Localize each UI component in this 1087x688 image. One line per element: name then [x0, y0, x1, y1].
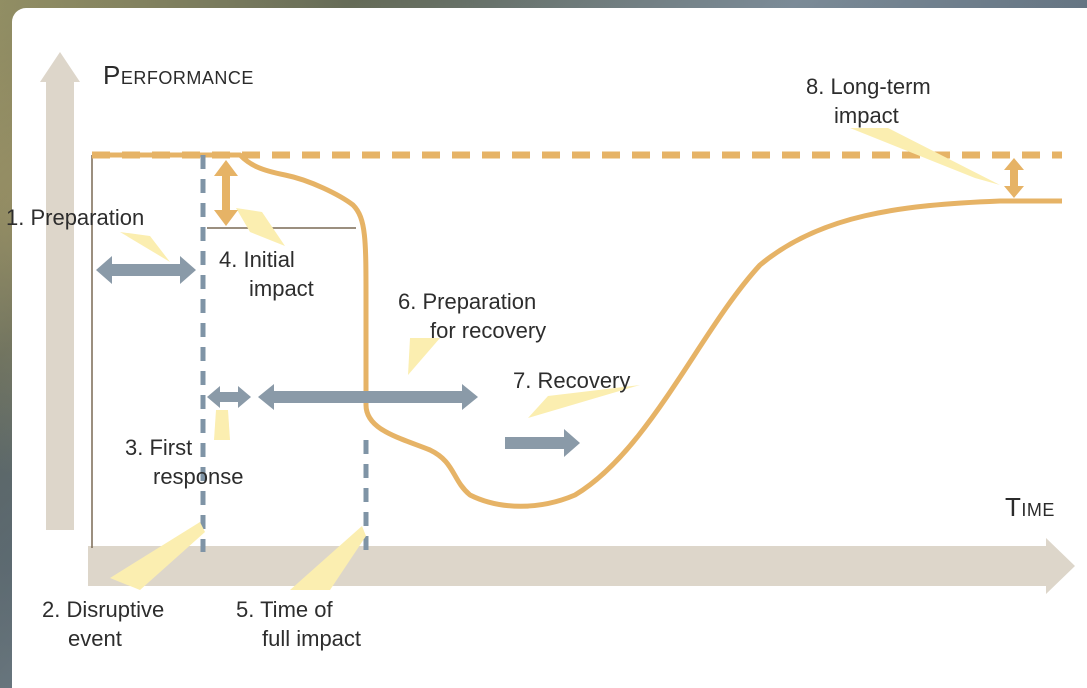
callout-disruptive-event — [110, 522, 205, 590]
callout-prep-recovery — [408, 338, 440, 375]
label-disruptive-event: 2. Disruptive event — [42, 595, 164, 653]
callout-full-impact — [290, 526, 366, 590]
label-disruptive-event-line2: event — [68, 626, 122, 651]
label-full-impact-line2: full impact — [262, 626, 362, 651]
prep-recovery-double-arrow — [258, 384, 478, 410]
first-response-double-arrow — [207, 386, 251, 408]
callout-first-response — [214, 410, 230, 440]
callout-initial-impact — [236, 208, 285, 246]
label-first-response-line2: response — [153, 464, 244, 489]
performance-curve — [92, 152, 1062, 509]
y-axis-title: Performance — [103, 60, 254, 90]
label-prep-recovery-line1: 6. Preparation — [398, 289, 537, 314]
label-first-response-line1: 3. First — [125, 435, 193, 460]
recovery-arrow — [505, 429, 580, 457]
label-full-impact: 5. Time of full impact — [236, 595, 361, 653]
label-prep-recovery: 6. Preparation for recovery — [398, 287, 546, 345]
label-initial-impact-line2: impact — [249, 276, 314, 301]
label-initial-impact-line1: 4. Initial — [219, 247, 295, 272]
label-first-response: 3. First response — [125, 433, 244, 491]
callout-long-term — [850, 128, 1000, 185]
label-disruptive-event-line1: 2. Disruptive — [42, 597, 165, 622]
label-initial-impact: 4. Initial impact — [219, 245, 314, 303]
label-prep-recovery-line2: for recovery — [430, 318, 547, 343]
preparation-double-arrow — [96, 256, 196, 284]
label-long-term-line1: 8. Long-term — [806, 74, 931, 99]
label-recovery: 7. Recovery — [513, 368, 631, 393]
label-preparation: 1. Preparation — [6, 205, 145, 230]
initial-impact-double-arrow — [214, 160, 238, 226]
x-axis-arrow — [88, 538, 1075, 594]
y-axis-arrow — [40, 52, 80, 530]
long-term-double-arrow — [1004, 158, 1024, 198]
x-axis-title: Time — [1005, 492, 1055, 522]
label-long-term: 8. Long-term impact — [806, 72, 931, 130]
label-long-term-line2: impact — [834, 103, 899, 128]
callout-preparation — [120, 232, 170, 262]
label-full-impact-line1: 5. Time of — [236, 597, 333, 622]
callout-recovery — [528, 385, 640, 418]
